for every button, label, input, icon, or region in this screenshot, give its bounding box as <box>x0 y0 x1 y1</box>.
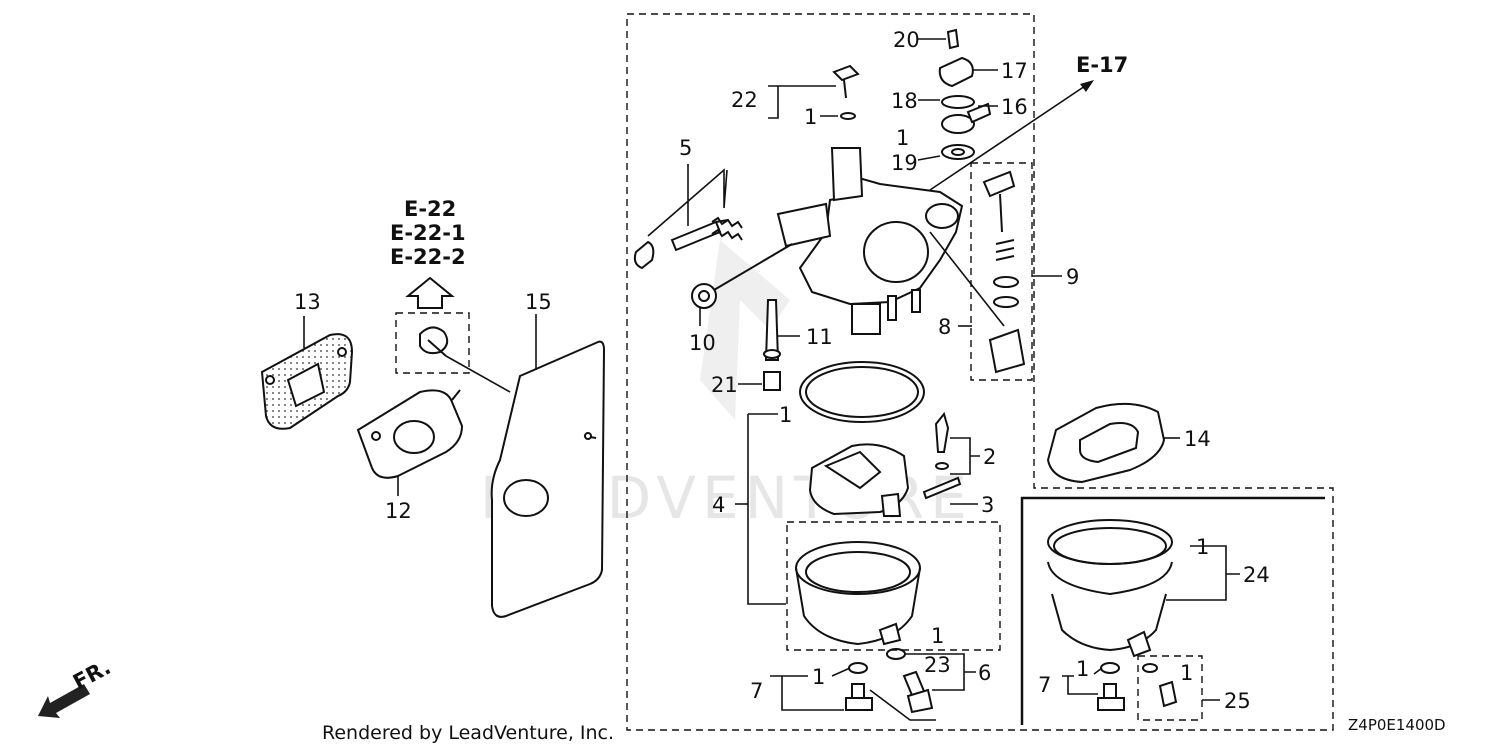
label-17: 17 <box>1001 59 1028 83</box>
label-1-screw: 1 <box>804 105 817 129</box>
label-19: 19 <box>891 151 918 175</box>
label-24: 24 <box>1243 563 1270 587</box>
reference-up-arrow <box>405 276 455 309</box>
label-21: 21 <box>711 373 738 397</box>
float <box>808 443 910 517</box>
leader-lines <box>303 38 1240 711</box>
part-25-drain-screw <box>1142 663 1178 708</box>
label-12: 12 <box>385 499 412 523</box>
label-1-upper: 1 <box>896 126 909 150</box>
part-6-drain-screw <box>886 648 934 714</box>
float-chamber-gasket <box>799 361 925 423</box>
float-chamber-bowl <box>795 541 921 646</box>
render-credit: Rendered by LeadVenture, Inc. <box>322 722 614 744</box>
leader-8 <box>929 231 1005 327</box>
label-1-alt-bolt: 1 <box>1076 657 1089 681</box>
part-3-float-pin <box>922 476 962 500</box>
label-2: 2 <box>983 445 996 469</box>
choke-linkage-stack <box>938 28 992 160</box>
clip-group-frame <box>395 312 470 374</box>
label-20: 20 <box>893 28 920 52</box>
label-7-alt: 7 <box>1038 673 1051 697</box>
part-14-insulator-gasket <box>1046 402 1166 484</box>
label-1-gasket: 1 <box>779 403 792 427</box>
front-direction-label: FR. <box>69 655 115 694</box>
label-22: 22 <box>731 88 758 112</box>
label-11: 11 <box>806 325 833 349</box>
label-4: 4 <box>712 493 725 517</box>
part-7b-drain-bolt <box>1097 662 1125 711</box>
label-1-bolt: 1 <box>812 665 825 689</box>
label-3: 3 <box>981 493 994 517</box>
ref-e22-2: E-22-2 <box>390 245 466 269</box>
label-25: 25 <box>1224 689 1251 713</box>
part-9-diaphragm-set <box>982 170 1026 374</box>
carburetor-group-frame <box>626 13 1334 731</box>
part-12-spacer-plate <box>356 389 464 479</box>
part-21-main-jet <box>763 371 781 391</box>
label-1-alt-gasket: 1 <box>1196 535 1209 559</box>
alternate-float-chamber-bowl <box>1047 519 1173 658</box>
part-13-insulator-gasket <box>260 333 354 430</box>
label-1-alt-drain: 1 <box>1180 661 1193 685</box>
fuel-tube-clip <box>419 326 449 357</box>
label-5: 5 <box>679 136 692 160</box>
diaphragm-group-frame <box>970 162 1033 381</box>
float-chamber-group-frame <box>786 521 1001 651</box>
label-8: 8 <box>938 315 951 339</box>
ref-e22-1: E-22-1 <box>390 221 466 245</box>
carburetor-body <box>776 147 964 335</box>
label-23: 23 <box>924 653 951 677</box>
front-direction-arrow <box>38 684 90 718</box>
label-16: 16 <box>1001 95 1028 119</box>
diagram-code: Z4P0E1400D <box>1348 716 1446 734</box>
ref-e22: E-22 <box>404 197 456 221</box>
part-7-drain-bolt <box>845 662 873 711</box>
part-10-throttle-stop-screw <box>691 243 793 309</box>
leader-bowl-link <box>869 689 936 721</box>
label-1-drain: 1 <box>931 624 944 648</box>
label-9: 9 <box>1066 265 1079 289</box>
part-11-main-nozzle <box>763 299 781 361</box>
leader-e17-arrowhead <box>1080 80 1094 92</box>
part-2-float-valve <box>934 411 950 470</box>
drain-screw-group-frame <box>1137 655 1203 721</box>
part-15-heat-shield <box>490 340 606 618</box>
part-22-screw <box>832 64 860 120</box>
label-7: 7 <box>750 679 763 703</box>
part-number-labels: 20 17 18 16 1 19 22 1 5 9 8 10 11 21 1 2… <box>294 28 1270 713</box>
reference-labels: E-22 E-22-1 E-22-2 E-17 <box>390 53 1128 269</box>
label-6: 6 <box>978 661 991 685</box>
ref-e17: E-17 <box>1076 53 1128 77</box>
label-15: 15 <box>525 290 552 314</box>
label-10: 10 <box>689 331 716 355</box>
part-5-pilot-screw-set <box>633 216 743 270</box>
label-14: 14 <box>1184 427 1211 451</box>
label-13: 13 <box>294 290 321 314</box>
alternate-bowl-frame <box>1020 496 1325 725</box>
leader-e17 <box>929 83 1089 191</box>
label-18: 18 <box>891 89 918 113</box>
